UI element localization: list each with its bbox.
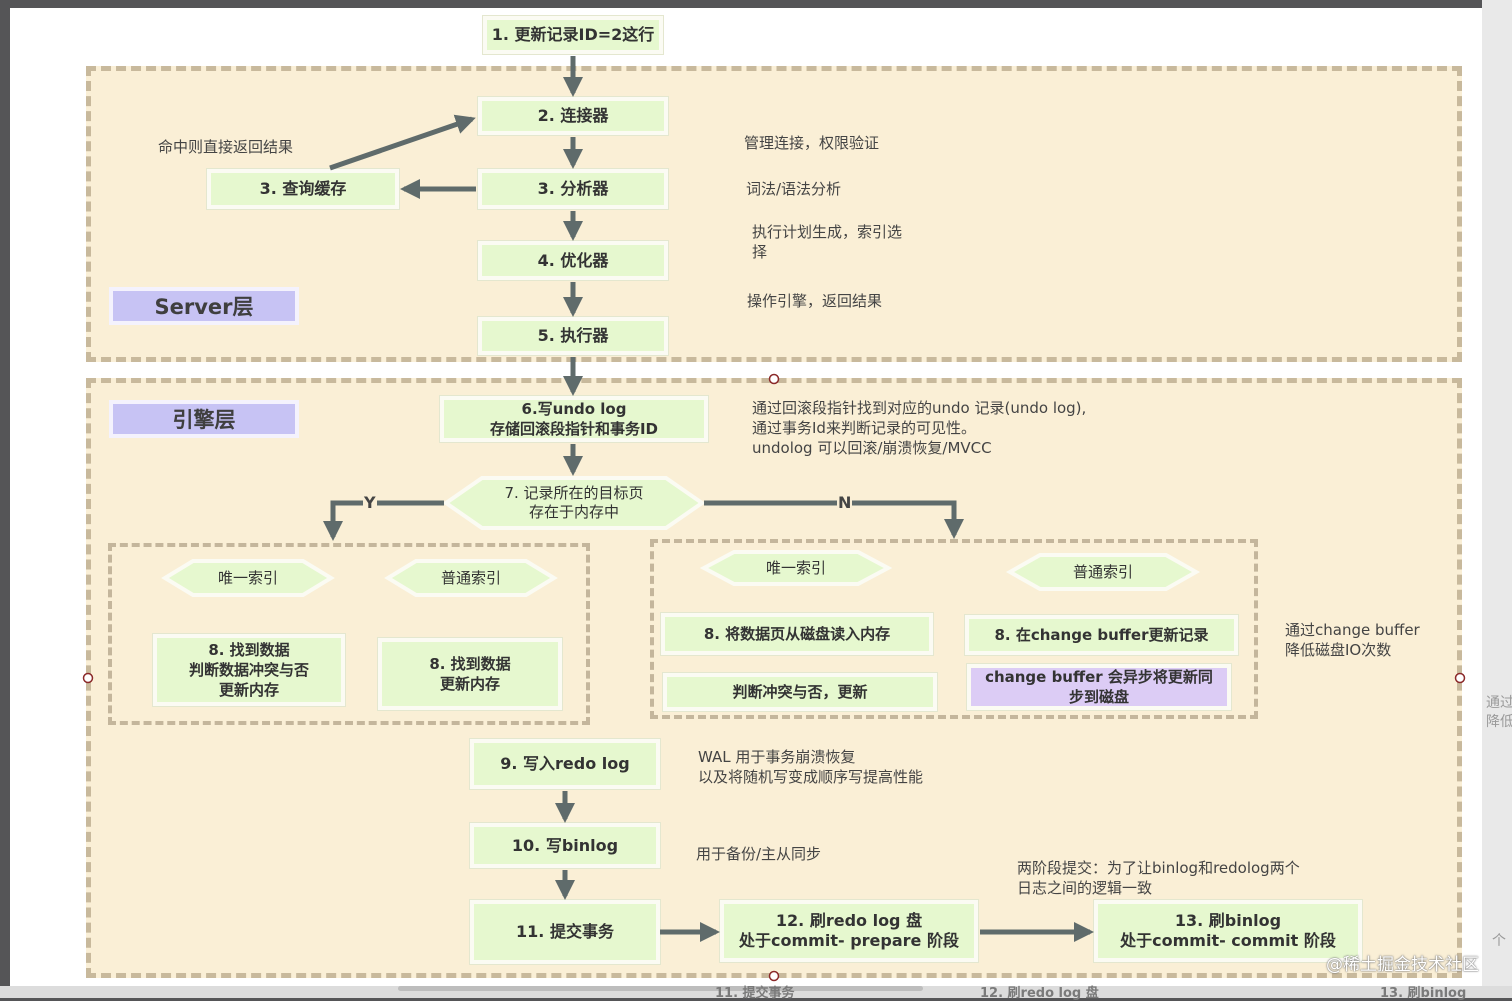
note-change-buffer: 通过change buffer 降低磁盘IO次数: [1285, 621, 1420, 659]
offscreen-text: 通过: [1486, 695, 1512, 711]
step-2-connector[interactable]: 2. 连接器: [478, 97, 668, 135]
step-6-write-undo-log[interactable]: 6.写undo log 存储回滚段指针和事务ID: [440, 396, 708, 442]
note-redo: WAL 用于事务崩溃恢复 以及将随机写变成顺序写提高性能: [698, 748, 924, 786]
normal-index-diamond-shape: [384, 559, 558, 597]
note-cache-hit: 命中则直接返回结果: [158, 138, 294, 156]
offscreen-text: 降低: [1486, 714, 1512, 730]
arrow-yes-branch: [323, 500, 444, 541]
normal-index-diamond-shape: [1005, 553, 1201, 591]
note-executor: 操作引擎，返回结果: [747, 292, 883, 310]
unique-index-diamond-shape: [161, 559, 335, 597]
note-parser: 词法/语法分析: [746, 180, 842, 198]
step-8-right-check-conflict[interactable]: 判断冲突与否，更新: [663, 673, 937, 711]
note-optimizer: 执行计划生成，索引选 择: [752, 223, 903, 261]
note-connector: 管理连接，权限验证: [744, 134, 880, 152]
step-10-write-binlog[interactable]: 10. 写binlog: [470, 823, 660, 868]
server-layer-label: Server层: [109, 287, 299, 325]
note-two-phase-commit: 两阶段提交：为了让binlog和redolog两个 日志之间的逻辑一致: [1017, 859, 1300, 897]
step-8-left-normal-find-data[interactable]: 8. 找到数据 更新内存: [378, 638, 562, 710]
server-layer-region: [86, 66, 1462, 362]
branch-no-label: N: [837, 493, 853, 512]
step-12-flush-redo-log[interactable]: 12. 刷redo log 盘 处于commit- prepare 阶段: [720, 900, 978, 962]
offscreen-text: 12. 刷redo log 盘: [980, 986, 1099, 1001]
arrow-cache-to-connector: [329, 114, 476, 171]
selection-handle: [768, 970, 780, 982]
right-unique-index-node[interactable]: 唯一索引: [699, 550, 893, 586]
arrow-no-branch: [704, 500, 964, 539]
right-normal-index-label: 普通索引: [1072, 562, 1133, 581]
step-8-left-unique-find-data[interactable]: 8. 找到数据 判断数据冲突与否 更新内存: [153, 634, 345, 706]
step-4-optimizer[interactable]: 4. 优化器: [478, 241, 668, 280]
step-11-commit-transaction[interactable]: 11. 提交事务: [470, 900, 660, 964]
left-normal-index-node[interactable]: 普通索引: [384, 559, 558, 597]
step-8-right-read-page-from-disk[interactable]: 8. 将数据页从磁盘读入内存: [661, 613, 933, 655]
horizontal-scrollbar[interactable]: 11. 提交事务 12. 刷redo log 盘 13. 刷binlog: [0, 986, 1512, 1001]
right-unique-index-label: 唯一索引: [765, 558, 826, 577]
scrollbar-thumb[interactable]: [398, 986, 923, 991]
offscreen-text: 11. 提交事务: [715, 986, 795, 1001]
unique-index-diamond-shape: [699, 550, 893, 586]
offscreen-text: 个: [1492, 933, 1506, 949]
step-13-flush-binlog[interactable]: 13. 刷binlog 处于commit- commit 阶段: [1094, 900, 1362, 962]
offscreen-text: 13. 刷binlog: [1380, 986, 1467, 1001]
decision-diamond-shape: [442, 476, 706, 530]
on-disk-branch-region: [650, 539, 1258, 719]
engine-layer-label: 引擎层: [109, 400, 299, 438]
in-memory-branch-region: [108, 543, 590, 725]
note-undo: 通过回滚段指针找到对应的undo 记录(undo log), 通过事务Id来判断…: [752, 399, 1087, 457]
decision-label: 7. 记录所在的目标页 存在于内存中: [504, 484, 644, 521]
note-binlog: 用于备份/主从同步: [696, 845, 822, 863]
selection-handle: [82, 672, 94, 684]
decision-page-in-memory[interactable]: 7. 记录所在的目标页 存在于内存中: [442, 476, 706, 530]
step-9-write-redo-log[interactable]: 9. 写入redo log: [470, 739, 660, 789]
step-3-query-cache[interactable]: 3. 查询缓存: [207, 169, 399, 209]
selection-handle: [768, 373, 780, 385]
right-normal-index-node[interactable]: 普通索引: [1005, 553, 1201, 591]
left-unique-index-node[interactable]: 唯一索引: [161, 559, 335, 597]
step-8-right-change-buffer-update[interactable]: 8. 在change buffer更新记录: [965, 615, 1238, 655]
adjacent-canvas-edge: 通过 降低 个: [1482, 0, 1512, 998]
selection-handle: [1454, 672, 1466, 684]
step-5-executor[interactable]: 5. 执行器: [478, 317, 668, 355]
left-normal-index-label: 普通索引: [440, 568, 501, 587]
step-3-parser[interactable]: 3. 分析器: [478, 169, 668, 209]
step-8-right-change-buffer-async[interactable]: change buffer 会异步将更新同 步到磁盘: [967, 664, 1231, 710]
left-unique-index-label: 唯一索引: [217, 568, 278, 587]
step-1-update-row[interactable]: 1. 更新记录ID=2这行: [483, 16, 663, 54]
branch-yes-label: Y: [363, 493, 377, 512]
watermark: @稀土掘金技术社区: [1326, 955, 1479, 975]
